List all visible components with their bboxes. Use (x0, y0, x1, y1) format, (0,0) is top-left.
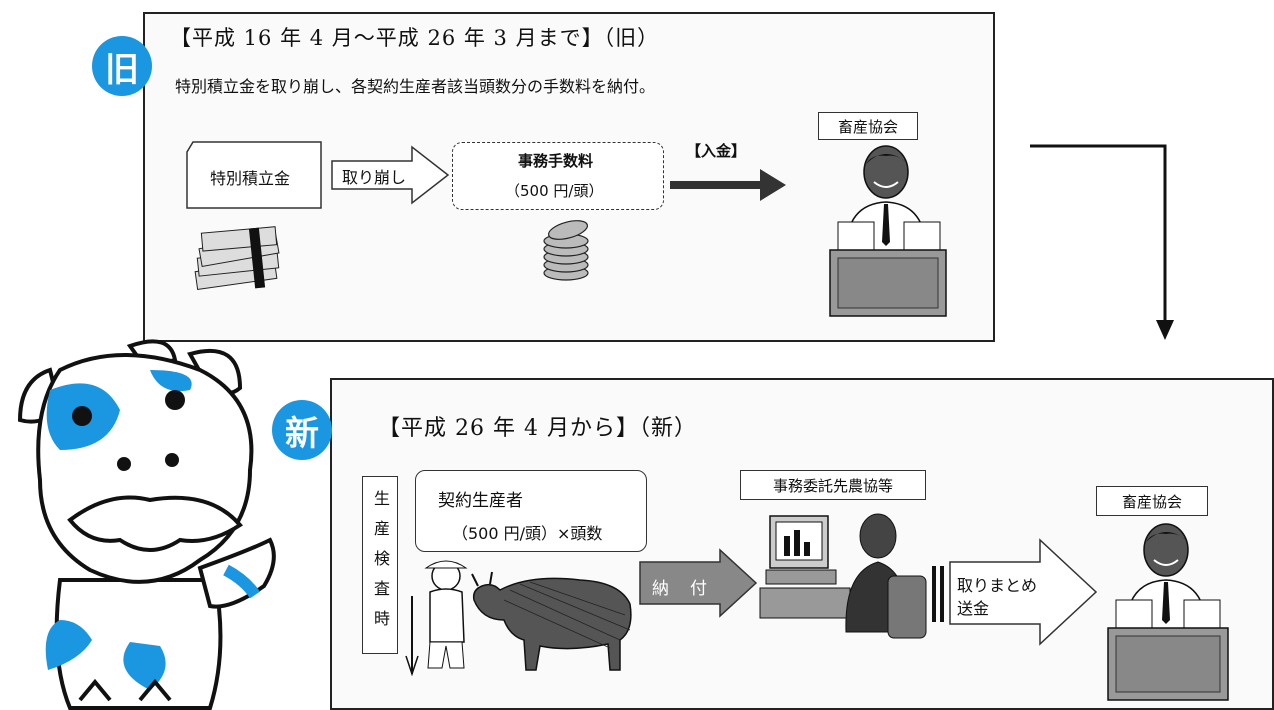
remit-line1: 取りまとめ (957, 576, 1038, 595)
new-association-label: 畜産協会 (1121, 492, 1182, 511)
payment-arrow (670, 169, 786, 201)
producer-rate: （500 円/頭）×頭数 (452, 524, 603, 543)
fee-rate: （500 円/頭） (505, 182, 604, 200)
timing-box: 生産検査時 (362, 476, 398, 654)
old-association-label: 畜産協会 (837, 117, 898, 136)
agent-box: 事務委託先農協等 (740, 470, 926, 500)
computer-operator-icon (759, 513, 927, 639)
payment-label: 【入金】 (686, 142, 747, 160)
pay-arrow (639, 548, 758, 618)
new-badge: 新 (272, 400, 332, 460)
fee-title: 事務手数料 (518, 152, 594, 170)
pay-label: 納 付 (652, 579, 709, 599)
office-worker-icon (829, 145, 947, 317)
old-association-box: 畜産協会 (818, 112, 918, 140)
transition-arrow (1030, 144, 1174, 340)
new-title: 【平成 26 年 4 月から】（新） (378, 416, 697, 441)
producer-title: 契約生産者 (438, 491, 523, 511)
agent-label: 事務委託先農協等 (772, 476, 893, 495)
old-title: 【平成 16 年 4 月～平成 26 年 3 月まで】（旧） (170, 26, 660, 50)
coin-stack-icon (543, 220, 589, 281)
withdraw-arrow (331, 145, 450, 205)
old-description: 特別積立金を取り崩し、各契約生産者該当頭数分の手数料を納付。 (175, 77, 656, 96)
fee-box (452, 142, 664, 210)
special-fund-label: 特別積立金 (210, 169, 291, 188)
office-worker-icon (1107, 523, 1229, 701)
farmer-icon (405, 560, 468, 677)
special-fund-box (186, 141, 322, 209)
timing-label: 生産検査時 (371, 490, 390, 640)
producer-box (415, 470, 647, 552)
old-badge: 旧 (92, 36, 152, 96)
cow-icon (471, 571, 632, 671)
remit-line2: 送金 (957, 599, 990, 618)
mascot-cow-icon (17, 339, 276, 710)
remit-arrow (932, 538, 1098, 646)
new-association-box: 畜産協会 (1096, 486, 1208, 516)
withdraw-label: 取り崩し (342, 168, 407, 187)
money-stack-icon (194, 226, 280, 291)
